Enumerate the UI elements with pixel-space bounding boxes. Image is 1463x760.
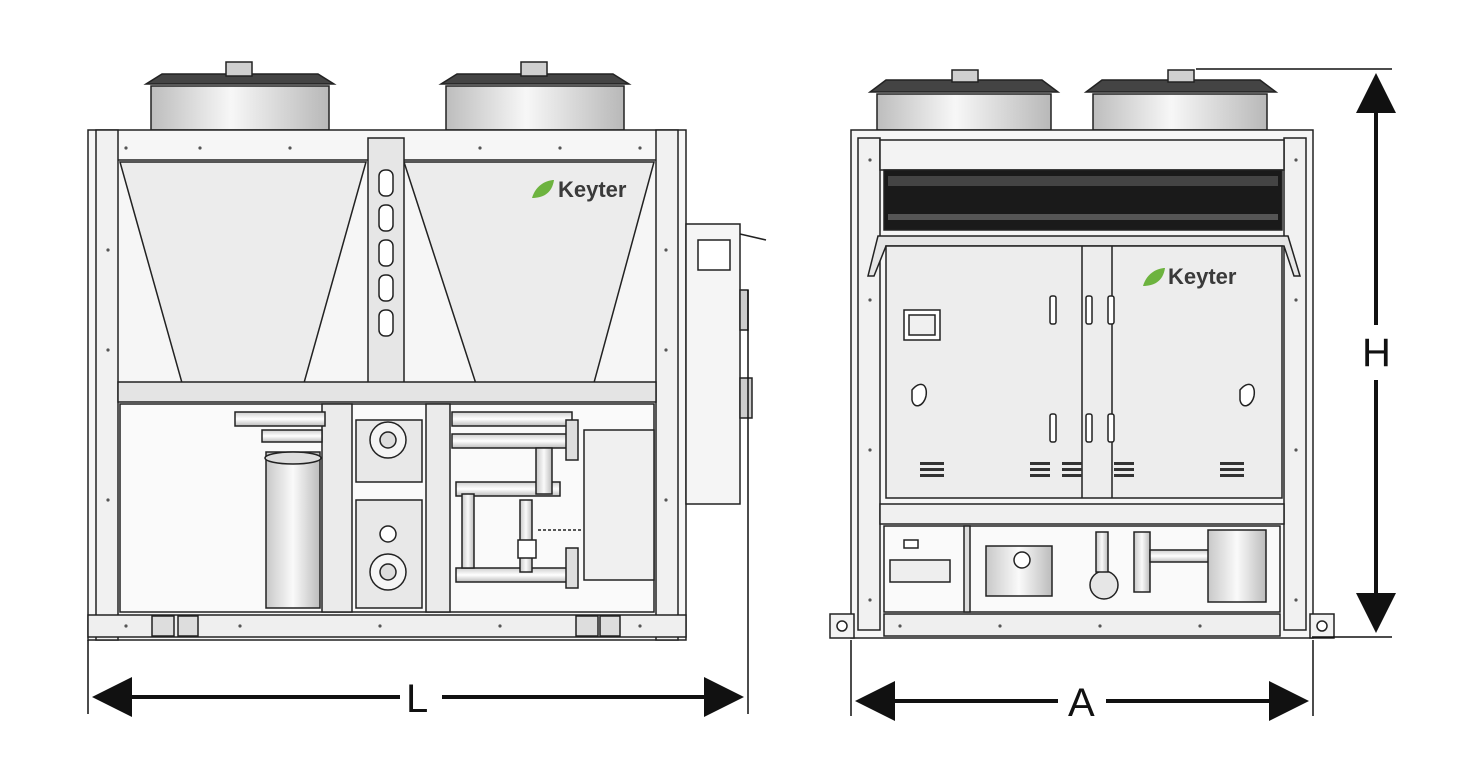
- side-view: [87, 61, 767, 641]
- front-compressor: [1207, 529, 1267, 603]
- dimension-width: A: [850, 640, 1314, 725]
- electrical-cabinet: [885, 245, 1283, 499]
- logo-text-side: Keyter: [558, 177, 627, 202]
- side-fan-right: [438, 61, 632, 131]
- side-tank: [583, 429, 655, 581]
- keyter-logo-front: Keyter: [1143, 264, 1237, 289]
- dimension-label-length: L: [406, 677, 428, 721]
- front-valve: [1089, 570, 1119, 600]
- leaf-icon: [1143, 268, 1165, 286]
- compressor-left: [265, 451, 321, 609]
- flange-valve-top: [355, 419, 423, 483]
- flange-valve-bottom: [355, 499, 423, 609]
- dimension-length: L: [87, 290, 749, 721]
- front-fan-left: [867, 69, 1061, 131]
- dimension-height: H: [1196, 68, 1396, 638]
- logo-text-front: Keyter: [1168, 264, 1237, 289]
- dimension-label-height: H: [1362, 331, 1391, 375]
- keyter-logo-side: Keyter: [532, 177, 627, 202]
- side-fan-left: [143, 61, 337, 131]
- dimension-label-width: A: [1068, 681, 1095, 725]
- front-fan-right: [1083, 69, 1279, 131]
- leaf-icon: [532, 180, 554, 198]
- front-view: [829, 69, 1335, 639]
